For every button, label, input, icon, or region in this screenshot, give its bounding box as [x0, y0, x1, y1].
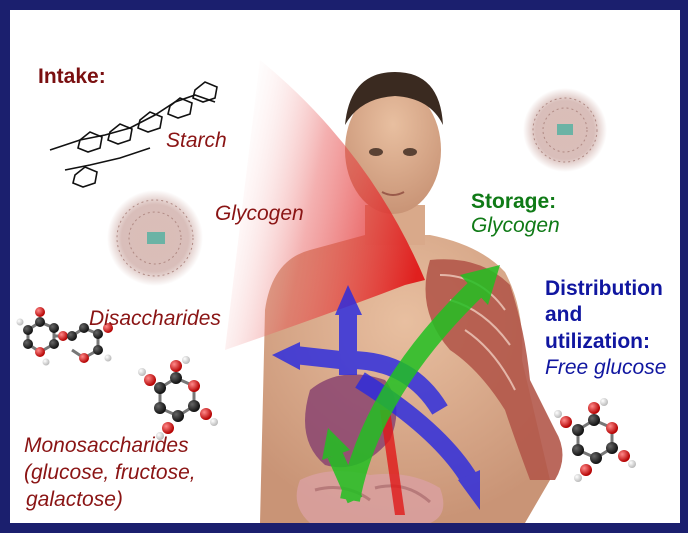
- glycogen-molecule-storage: [523, 88, 607, 172]
- intake-heading: Intake:: [38, 65, 106, 89]
- monosaccharides-line-2: (glucose, fructose,: [24, 460, 244, 487]
- glycogen-molecule-intake: [107, 190, 203, 286]
- storage-heading: Storage:: [471, 190, 556, 213]
- glucose-molecule-distribution: [554, 398, 636, 482]
- diagram-panel: Intake: Starch Glycogen Disaccharides Mo…: [10, 10, 680, 523]
- distribution-line-2: and: [545, 303, 582, 326]
- glucose-molecule-intake: [138, 356, 218, 440]
- distribution-line-3: utilization:: [545, 330, 650, 353]
- monosaccharides-line-1: Monosaccharides: [24, 433, 244, 460]
- monosaccharides-line-3: galactose): [24, 487, 244, 514]
- storage-glycogen-label: Glycogen: [471, 214, 560, 237]
- glycogen-intake-label: Glycogen: [215, 202, 304, 226]
- distribution-line-1: Distribution: [545, 277, 663, 300]
- starch-label: Starch: [166, 129, 227, 153]
- distribution-block: Distribution and utilization: Free gluco…: [545, 276, 680, 381]
- monosaccharides-label: Monosaccharides (glucose, fructose, gala…: [24, 433, 244, 514]
- free-glucose-label: Free glucose: [545, 356, 666, 379]
- disaccharides-label: Disaccharides: [89, 307, 221, 331]
- storage-block: Storage: Glycogen: [471, 190, 560, 238]
